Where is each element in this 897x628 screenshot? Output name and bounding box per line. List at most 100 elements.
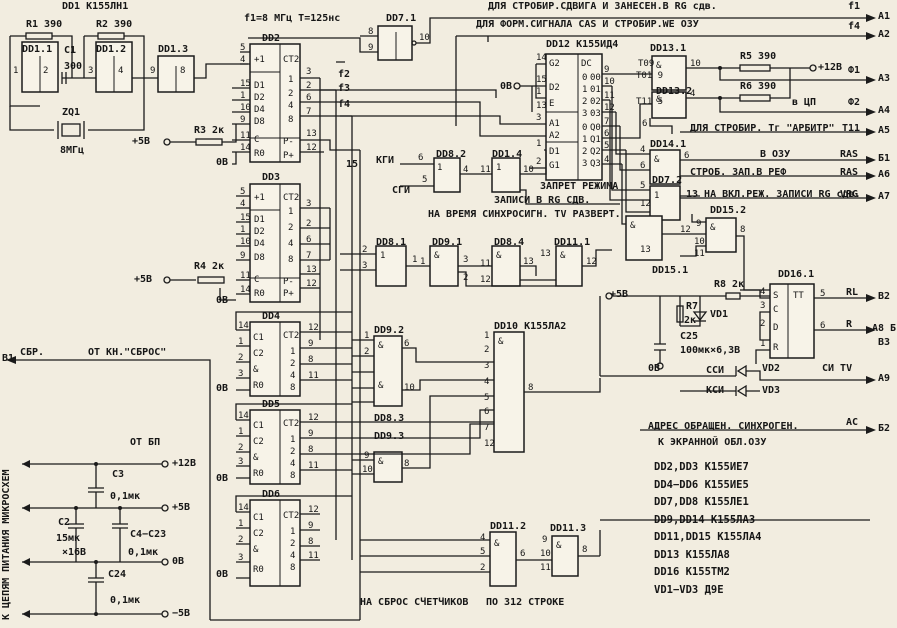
svg-text:6: 6 bbox=[418, 153, 423, 163]
svg-text:11: 11 bbox=[308, 371, 319, 381]
svg-text:12: 12 bbox=[308, 505, 319, 515]
svg-text:5: 5 bbox=[640, 181, 645, 191]
chip-dd9-3 bbox=[373, 451, 403, 483]
svg-text:11: 11 bbox=[604, 91, 615, 101]
r2-label: R2 390 bbox=[96, 19, 133, 30]
svg-text:8: 8 bbox=[308, 355, 313, 365]
legend-item: DD2,DD3 К155ИЕ7 bbox=[654, 461, 749, 473]
svg-text:10: 10 bbox=[523, 165, 534, 175]
diodes-vd2-vd3 bbox=[599, 296, 868, 398]
svg-text:2: 2 bbox=[364, 347, 369, 357]
svg-text:5: 5 bbox=[422, 175, 427, 185]
note-cas: ДЛЯ ФОРМ.СИГНАЛА CAS И СТРОБИР.WE ОЗУ bbox=[476, 19, 699, 30]
c4-label: C4−C23 bbox=[130, 529, 167, 540]
svg-text:4: 4 bbox=[290, 459, 295, 469]
phi2-label: Ф2 bbox=[848, 97, 861, 108]
svg-text:6: 6 bbox=[684, 151, 689, 161]
svg-text:3: 3 bbox=[306, 67, 311, 77]
svg-text:R0: R0 bbox=[254, 149, 265, 159]
sbr-label: СБР. bbox=[20, 347, 45, 358]
ob-bp: 0В bbox=[172, 556, 185, 567]
svg-text:D1: D1 bbox=[254, 215, 265, 225]
svg-text:D1: D1 bbox=[254, 81, 265, 91]
svg-text:1: 1 bbox=[364, 331, 369, 341]
vkl-rez: 13 НА ВКЛ.РЕЖ. ЗАПИСИ RG сдв. bbox=[686, 189, 861, 200]
svg-text:4: 4 bbox=[118, 66, 123, 76]
c24-value: 0,1мк bbox=[110, 595, 141, 606]
zq1-label: ZQ1 bbox=[62, 107, 81, 118]
ras2-label: RAS bbox=[840, 167, 859, 178]
svg-text:D1: D1 bbox=[549, 147, 560, 157]
svg-text:10: 10 bbox=[694, 237, 705, 247]
svg-text:3: 3 bbox=[88, 66, 93, 76]
chip-dd7-1 bbox=[377, 25, 413, 61]
chip-dd16-1 bbox=[769, 283, 815, 359]
resistor-r6 bbox=[739, 94, 771, 102]
dd1-title: DD1 К155ЛН1 bbox=[62, 1, 129, 12]
chip-dd8-1 bbox=[375, 245, 407, 287]
svg-text:9: 9 bbox=[364, 451, 369, 461]
svg-text:6: 6 bbox=[640, 161, 645, 171]
dd5-label: DD5 bbox=[262, 399, 281, 410]
conn-b1: Б1 bbox=[878, 153, 891, 164]
svg-text:9: 9 bbox=[308, 429, 313, 439]
svg-text:CT2: CT2 bbox=[283, 193, 299, 203]
r8-label: R8 2к bbox=[714, 279, 745, 290]
svg-text:7: 7 bbox=[306, 251, 311, 261]
vcp-label: в ЦП bbox=[792, 97, 817, 108]
f1-freq: f1=8 МГц T=125нс bbox=[244, 13, 341, 24]
conn-b2b: Б2 bbox=[878, 423, 891, 434]
svg-text:CT2: CT2 bbox=[283, 419, 299, 429]
svg-text:C1: C1 bbox=[253, 513, 264, 523]
resistor-r7 bbox=[676, 305, 684, 323]
svg-text:5: 5 bbox=[604, 141, 609, 151]
dd3-label: DD3 bbox=[262, 172, 281, 183]
svg-text:11: 11 bbox=[308, 551, 319, 561]
dd9-2-label: DD9.2 bbox=[374, 325, 405, 336]
svg-text:1: 1 bbox=[240, 91, 245, 101]
svg-text:Q3: Q3 bbox=[590, 159, 601, 169]
legend-item: DD4−DD6 К155ИЕ5 bbox=[654, 478, 749, 491]
svg-text:3: 3 bbox=[536, 113, 541, 123]
svg-text:D2: D2 bbox=[549, 83, 560, 93]
svg-text:5: 5 bbox=[820, 289, 825, 299]
note-arbitr: ДЛЯ СТРОБИР. Тг "АРБИТР" bbox=[690, 123, 835, 134]
ac-label: AC bbox=[846, 417, 859, 428]
svg-text:4: 4 bbox=[484, 377, 489, 387]
legend-item: DD9,DD14 К155ЛА3 bbox=[654, 513, 756, 526]
svg-text:14: 14 bbox=[536, 53, 547, 63]
chip-dd1-4 bbox=[491, 157, 521, 193]
svg-text:2: 2 bbox=[484, 345, 489, 355]
svg-text:CT2: CT2 bbox=[283, 511, 299, 521]
chip-dd13-2 bbox=[651, 91, 687, 119]
dd1-4-label: DD1.4 bbox=[492, 149, 523, 160]
svg-text:&: & bbox=[630, 221, 636, 231]
svg-text:3: 3 bbox=[484, 361, 489, 371]
conn-a3: A3 bbox=[878, 73, 891, 84]
oscillator: 1 2 3 4 9 8 bbox=[9, 32, 248, 139]
dd1-1-label: DD1.1 bbox=[22, 44, 53, 55]
svg-text:8: 8 bbox=[288, 255, 293, 265]
svg-text:14: 14 bbox=[240, 285, 251, 295]
svg-text:2: 2 bbox=[288, 223, 293, 233]
svg-text:13: 13 bbox=[306, 129, 317, 139]
svg-text:DC: DC bbox=[581, 59, 592, 69]
svg-text:12: 12 bbox=[680, 225, 691, 235]
svg-text:T09: T09 bbox=[638, 59, 654, 69]
svg-text:Q1: Q1 bbox=[590, 135, 601, 145]
conn-a4: A4 bbox=[878, 105, 891, 116]
svg-text:12: 12 bbox=[484, 439, 495, 449]
svg-text:11: 11 bbox=[240, 271, 251, 281]
svg-text:11: 11 bbox=[694, 249, 705, 259]
svg-text:2: 2 bbox=[306, 81, 311, 91]
svg-text:3: 3 bbox=[582, 109, 587, 119]
svg-text:12: 12 bbox=[306, 279, 317, 289]
svg-text:1: 1 bbox=[380, 251, 385, 261]
r4-label: R4 2к bbox=[194, 261, 225, 272]
